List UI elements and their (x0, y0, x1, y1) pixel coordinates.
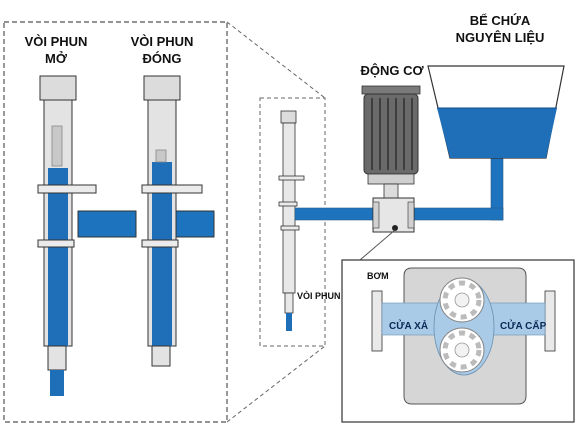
nozzle-closed-label-line2: ĐÓNG (143, 51, 182, 66)
nozzle-closed-illustration (141, 75, 215, 367)
motor-label: ĐỘNG CƠ (360, 63, 424, 78)
pump-body (372, 197, 415, 233)
inlet-label: CỬA CẤP (500, 319, 547, 332)
tank-supply-pipe (413, 157, 504, 221)
nozzle-open-label-line1: VÒI PHUN (25, 34, 88, 49)
nozzle-open-illustration (37, 75, 137, 396)
tank-illustration (427, 65, 565, 159)
small-nozzle-zoom-frame (259, 97, 326, 347)
pump-label: BƠM (367, 271, 389, 281)
small-nozzle-illustration (278, 110, 305, 331)
nozzle-label: VÒI PHUN (297, 290, 341, 301)
feed-pipe (294, 207, 374, 221)
nozzle-open-label-line2: MỞ (45, 51, 68, 66)
zoom-connector-lines (226, 21, 326, 423)
tank-label-line2: NGUYÊN LIỆU (456, 30, 545, 45)
pump-callout-line (359, 229, 396, 261)
nozzle-closed-label-line1: VÒI PHUN (131, 34, 194, 49)
gear-pump-cutaway (371, 267, 556, 405)
outlet-label: CỬA XẢ (389, 319, 428, 332)
motor-illustration (361, 85, 421, 199)
tank-label-line1: BỂ CHỨA (470, 13, 531, 28)
